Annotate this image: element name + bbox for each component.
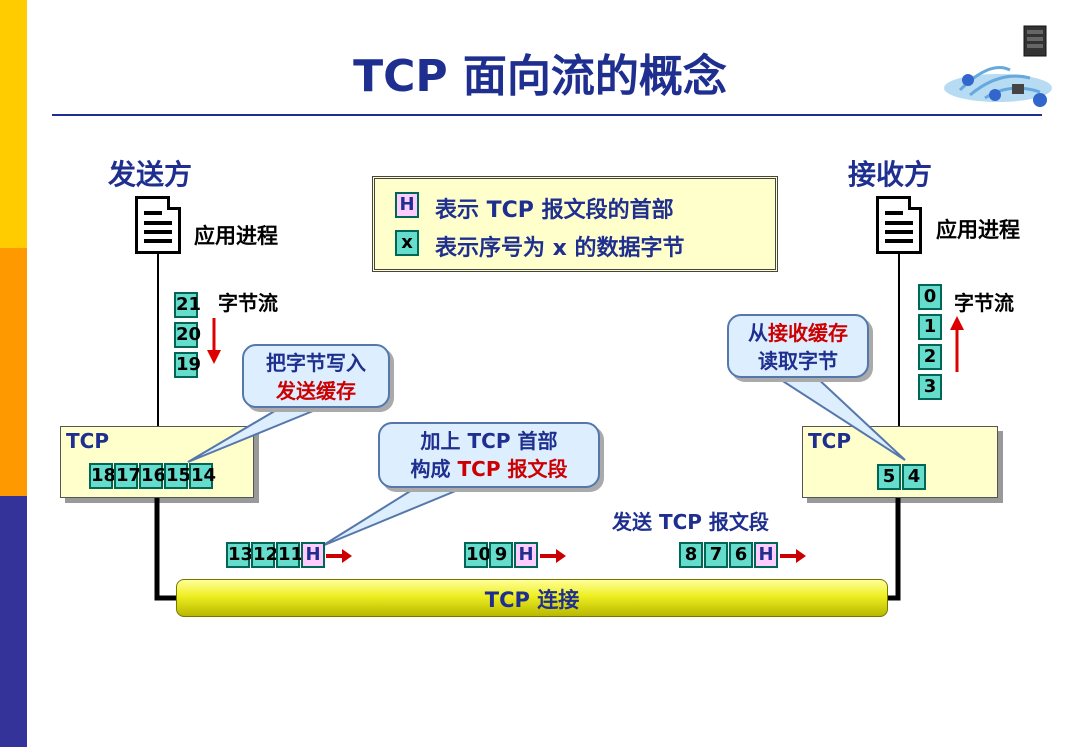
write-buffer-callout: 把字节写入 发送缓存 — [242, 344, 390, 408]
callout-line: 从接收缓存 — [729, 319, 867, 347]
legend-byte-text: 表示序号为 x 的数据字节 — [435, 236, 685, 261]
page-title: TCP 面向流的概念 — [353, 51, 727, 102]
legend-byte-symbol: x — [395, 230, 419, 256]
arrow-up-icon — [950, 316, 964, 372]
sender-stream-label: 字节流 — [218, 291, 278, 315]
callout-line: 构成 TCP 报文段 — [380, 455, 598, 483]
title-divider — [52, 114, 1042, 116]
receiver-heading: 接收方 — [848, 158, 933, 191]
sidebar-stripe-blue — [0, 496, 27, 747]
callout-text: 构成 — [410, 457, 451, 481]
legend-header-text: 表示 TCP 报文段的首部 — [435, 198, 674, 223]
callout-highlight: TCP 报文段 — [457, 457, 568, 481]
segment-callout: 加上 TCP 首部 构成 TCP 报文段 — [378, 422, 600, 488]
receiver-connection-line — [886, 498, 901, 601]
arrow-right-icon — [326, 549, 352, 563]
arrow-right-icon — [540, 549, 566, 563]
byte-cell: 19 — [174, 352, 201, 378]
byte-cell: 3 — [918, 374, 942, 400]
sender-heading: 发送方 — [108, 158, 193, 191]
byte-cell: 7 — [704, 542, 728, 568]
segment-header: H — [301, 542, 325, 568]
callout-highlight: 发送缓存 — [276, 379, 356, 403]
byte-cell: 1 — [918, 314, 942, 340]
legend-box: H 表示 TCP 报文段的首部 x 表示序号为 x 的数据字节 — [372, 176, 778, 272]
sender-app-label: 应用进程 — [194, 224, 278, 248]
byte-cell: 16 — [139, 463, 166, 489]
byte-cell: 2 — [918, 344, 942, 370]
receiver-app-line — [898, 254, 900, 426]
byte-cell: 0 — [918, 284, 942, 310]
segment-header: H — [754, 542, 778, 568]
byte-cell: 14 — [189, 463, 216, 489]
callout-line: 加上 TCP 首部 — [420, 429, 558, 453]
sidebar-stripe-yellow — [0, 0, 27, 248]
byte-cell: 15 — [164, 463, 191, 489]
byte-cell: 11 — [276, 542, 303, 568]
segment-header: H — [514, 542, 538, 568]
byte-cell: 17 — [114, 463, 141, 489]
receiver-app-label: 应用进程 — [936, 218, 1020, 242]
read-buffer-callout: 从接收缓存 读取字节 — [727, 314, 869, 378]
receiver-tcp-label: TCP — [808, 429, 851, 453]
send-segment-label: 发送 TCP 报文段 — [612, 510, 769, 534]
sender-connection-line — [154, 498, 178, 601]
sidebar-stripe-orange — [0, 248, 27, 496]
callout-pointer — [187, 401, 336, 463]
callout-pointer — [321, 484, 471, 547]
byte-cell: 13 — [226, 542, 253, 568]
arrow-down-icon — [207, 318, 221, 364]
callout-highlight: 接收缓存 — [768, 321, 848, 345]
byte-cell: 12 — [251, 542, 278, 568]
byte-cell: 18 — [89, 463, 116, 489]
byte-cell: 5 — [877, 464, 901, 490]
callout-line: 读取字节 — [758, 349, 838, 373]
receiver-stream-label: 字节流 — [954, 291, 1014, 315]
legend-header-symbol: H — [395, 192, 419, 218]
callout-line: 把字节写入 — [266, 351, 366, 375]
sender-tcp-label: TCP — [66, 429, 109, 453]
byte-cell: 6 — [729, 542, 753, 568]
tcp-connection-label: TCP 连接 — [484, 588, 580, 612]
byte-cell: 4 — [902, 464, 926, 490]
byte-cell: 21 — [174, 292, 201, 318]
tcp-connection-pipe — [176, 579, 888, 617]
callout-pointer — [771, 375, 906, 461]
callout-text: 从 — [748, 321, 768, 345]
document-icon — [876, 196, 922, 254]
sender-app-line — [157, 254, 159, 426]
byte-cell: 20 — [174, 322, 201, 348]
arrow-right-icon — [780, 549, 806, 563]
document-icon — [135, 196, 181, 254]
byte-cell: 8 — [679, 542, 703, 568]
byte-cell: 9 — [489, 542, 513, 568]
byte-cell: 10 — [464, 542, 491, 568]
